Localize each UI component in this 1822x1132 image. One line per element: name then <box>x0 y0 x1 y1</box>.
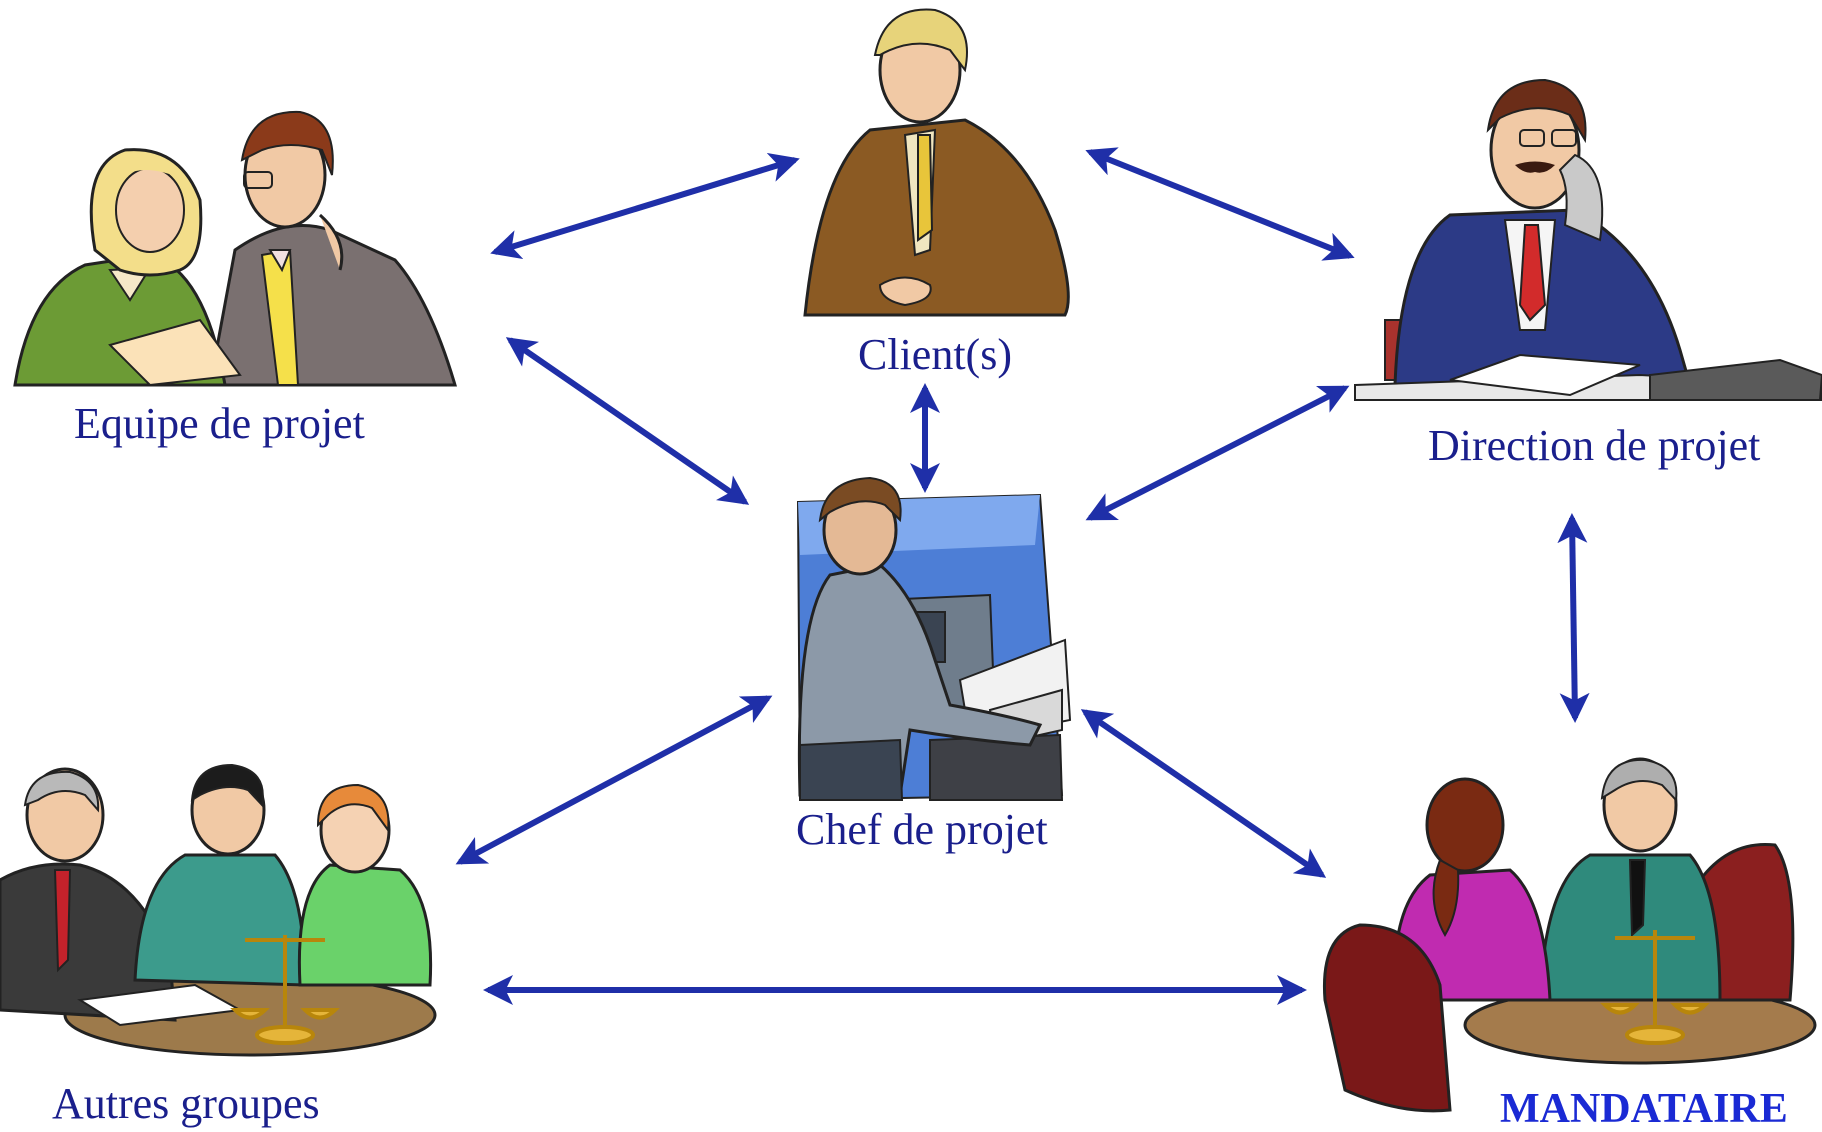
lawyer-meeting-client-with-scales-icon <box>1322 757 1817 1113</box>
arrow-client-direction <box>1085 147 1355 261</box>
arrow-chef-mandataire <box>1080 709 1327 878</box>
businessman-in-brown-suit-icon <box>803 8 1070 317</box>
node-label-mandataire: MANDATAIRE <box>1500 1086 1788 1132</box>
node-label-direction: Direction de projet <box>1428 421 1761 470</box>
executive-on-phone-at-desk-icon <box>1354 78 1822 401</box>
node-label-equipe: Equipe de projet <box>74 399 365 448</box>
node-label-autres: Autres groupes <box>52 1079 320 1128</box>
node-label-chef: Chef de projet <box>796 805 1048 854</box>
arrow-direction-mandataire <box>1557 513 1590 723</box>
arrow-equipe-chef <box>505 337 750 505</box>
group-meeting-with-scales-icon <box>0 763 437 1057</box>
arrow-direction-chef <box>1085 385 1350 521</box>
man-working-at-computer-terminal-icon <box>796 476 1072 802</box>
connections <box>455 147 1590 1005</box>
arrow-chef-autres <box>455 695 773 865</box>
node-label-client: Client(s) <box>858 330 1012 379</box>
arrow-equipe-client <box>490 152 800 260</box>
two-colleagues-reviewing-document-icon <box>13 110 458 387</box>
